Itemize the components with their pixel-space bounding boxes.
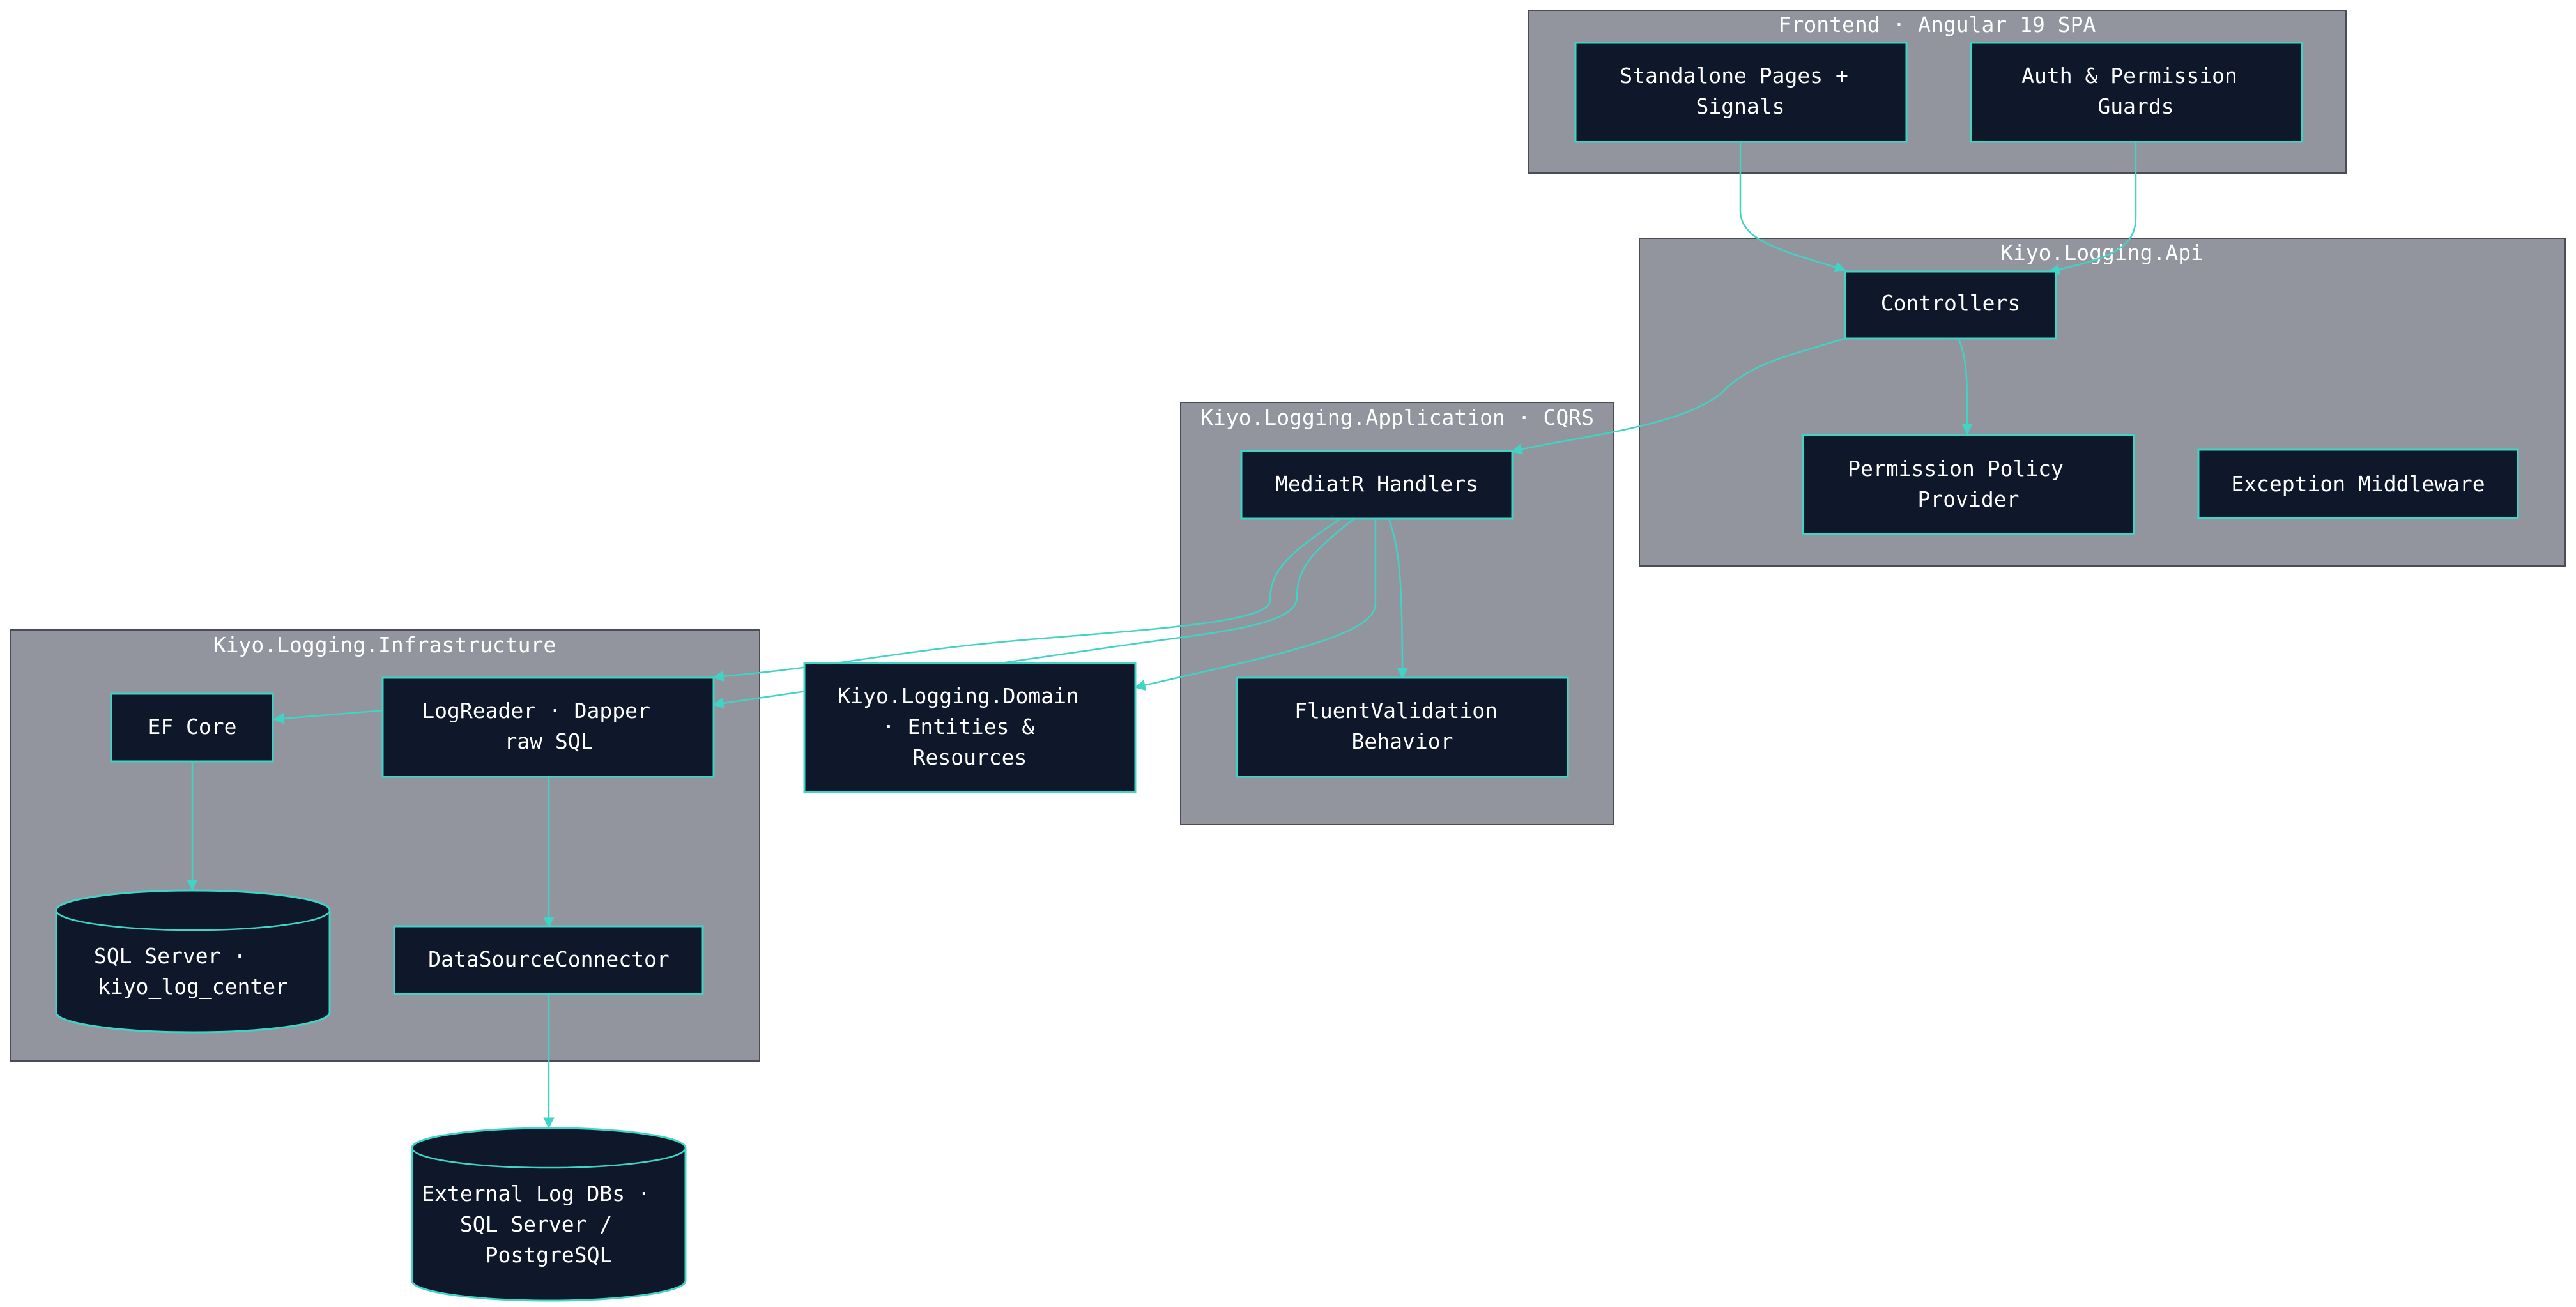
node-exception-middleware-line1: Exception Middleware: [2231, 471, 2485, 496]
node-mediatr-handlers-line1: MediatR Handlers: [1275, 471, 1478, 496]
node-permission-policy-line2: Provider: [1918, 487, 2020, 512]
edge-mediatr-to-fluentvalidation: [1388, 518, 1408, 679]
cluster-infrastructure-title: Kiyo.Logging.Infrastructure: [213, 632, 556, 657]
svg-text:Kiyo.Logging.Domain · En: Kiyo.Logging.Domain · Entities & Resourc…: [838, 684, 1091, 770]
node-sql-server[interactable]: SQL Server · kiyo_log_center: [55, 889, 331, 1034]
edge-mediatr-to-domain: [1134, 519, 1377, 691]
node-mediatr-handlers[interactable]: MediatR Handlers: [1240, 450, 1514, 520]
edge-guards-to-controllers: [2048, 142, 2137, 275]
cluster-frontend-title: Frontend · Angular 19 SPA: [1779, 12, 2096, 37]
node-log-reader[interactable]: LogReader · Dapper raw SQL: [381, 676, 715, 778]
svg-text:MediatR Handlers: MediatR Handlers: [1275, 471, 1478, 496]
node-sql-server-line1: SQL Server ·: [94, 944, 246, 968]
node-auth-guards[interactable]: Auth & Permission Guards: [1970, 42, 2303, 143]
edge-logreader-to-efcore: [273, 709, 385, 724]
svg-text:EF Core: EF Core: [148, 714, 236, 739]
node-datasource-connector-line1: DataSourceConnector: [428, 947, 670, 972]
node-fluent-validation[interactable]: FluentValidation Behavior: [1236, 676, 1569, 778]
svg-text:FluentValidation Behavio: FluentValidation Behavior: [1294, 698, 1510, 754]
node-ef-core[interactable]: EF Core: [110, 692, 274, 763]
node-log-reader-line2: raw SQL: [504, 729, 593, 754]
node-external-dbs-line2: SQL Server /: [460, 1212, 612, 1237]
node-auth-guards-line1: Auth & Permission: [2021, 63, 2237, 88]
node-domain[interactable]: Kiyo.Logging.Domain · Entities & Resourc…: [803, 662, 1137, 793]
svg-text:Exception Middleware: Exception Middleware: [2231, 471, 2485, 496]
edge-controllers-to-permission-policy: [1957, 338, 1973, 435]
node-controllers-line1: Controllers: [1881, 291, 2021, 316]
node-auth-guards-line2: Guards: [2097, 94, 2174, 119]
node-permission-policy[interactable]: Permission Policy Provider: [1802, 434, 2135, 535]
node-external-dbs[interactable]: External Log DBs · SQL Server / PostgreS…: [411, 1127, 687, 1302]
node-ef-core-line1: EF Core: [148, 714, 236, 739]
node-exception-middleware[interactable]: Exception Middleware: [2197, 448, 2519, 519]
edge-pages-to-controllers: [1739, 142, 1846, 273]
node-fluent-validation-line1: FluentValidation: [1294, 698, 1498, 723]
node-permission-policy-line1: Permission Policy: [1848, 456, 2064, 481]
svg-text:Auth & Permission Guards: Auth & Permission Guards: [2021, 63, 2250, 119]
node-external-dbs-line1: External Log DBs ·: [422, 1181, 650, 1206]
node-datasource-connector[interactable]: DataSourceConnector: [393, 925, 704, 995]
svg-text:Permission Policy Provid: Permission Policy Provider: [1848, 456, 2076, 512]
node-standalone-pages-line2: Signals: [1696, 94, 1784, 119]
edge-controllers-to-mediatr: [1511, 337, 1846, 455]
svg-text:External Log DBs · SQL S: External Log DBs · SQL Server / PostgreS…: [422, 1181, 663, 1267]
node-domain-line1: Kiyo.Logging.Domain: [838, 684, 1079, 708]
node-domain-line2: · Entities &: [882, 714, 1035, 739]
node-standalone-pages-line1: Standalone Pages +: [1620, 63, 1848, 88]
cluster-api-title: Kiyo.Logging.Api: [2000, 240, 2204, 265]
node-standalone-pages[interactable]: Standalone Pages + Signals: [1574, 42, 1908, 143]
node-sql-server-line2: kiyo_log_center: [98, 974, 288, 1000]
node-fluent-validation-line2: Behavior: [1352, 729, 1453, 754]
cluster-application-title: Kiyo.Logging.Application · CQRS: [1200, 405, 1594, 430]
svg-text:Standalone Pages + Signa: Standalone Pages + Signals: [1620, 63, 1861, 119]
svg-text:LogReader · Dapper raw S: LogReader · Dapper raw SQL: [422, 698, 663, 754]
svg-text:Controllers: Controllers: [1881, 291, 2021, 316]
svg-text:SQL Server · kiyo_log_ce: SQL Server · kiyo_log_center: [94, 944, 288, 1000]
node-controllers[interactable]: Controllers: [1844, 270, 2057, 340]
node-domain-line3: Resources: [913, 745, 1027, 770]
node-log-reader-line1: LogReader · Dapper: [422, 698, 650, 723]
node-external-dbs-line3: PostgreSQL: [486, 1242, 613, 1267]
svg-text:DataSourceConnector: DataSourceConnector: [428, 947, 670, 972]
